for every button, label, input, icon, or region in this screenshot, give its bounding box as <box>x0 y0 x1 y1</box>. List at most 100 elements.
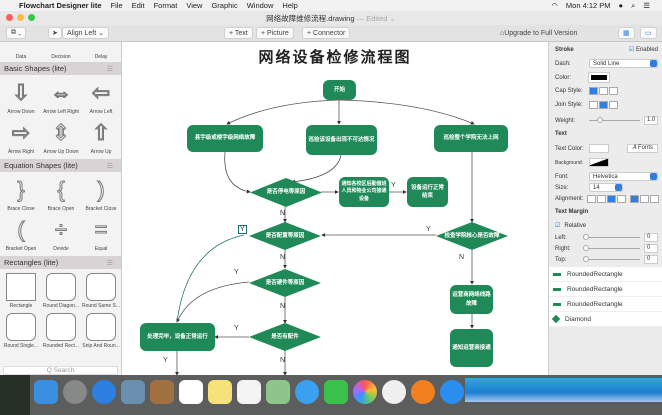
shape-item[interactable]: ⇨Arrow Right <box>1 117 41 157</box>
edited-status[interactable]: — Edited ⌄ <box>356 14 396 23</box>
margin-top-slider[interactable] <box>583 256 640 262</box>
margin-left-field[interactable]: 0 <box>644 233 658 242</box>
zoom-button[interactable] <box>28 14 35 21</box>
node-resolved[interactable]: 处理完毕，设备正常运行 <box>140 323 215 351</box>
reminders-icon[interactable] <box>237 380 261 404</box>
weight-field[interactable]: 1.0 <box>644 116 658 125</box>
ibooks-icon[interactable] <box>411 380 435 404</box>
close-button[interactable] <box>6 14 13 21</box>
add-connector-button[interactable]: + Connector <box>302 27 351 39</box>
node-start[interactable]: 开始 <box>323 80 356 100</box>
shape-item[interactable]: ⇔Arrow Left Right <box>41 77 81 117</box>
shape-item[interactable]: Round Diagon... <box>41 271 81 311</box>
shape-item[interactable]: Snip And Roun... <box>81 311 121 351</box>
shape-item[interactable]: =Equal <box>81 214 121 254</box>
panel-view-button[interactable]: ▭ <box>640 27 657 39</box>
shape-item[interactable]: Round Single... <box>1 311 41 351</box>
finder-icon[interactable] <box>34 380 58 404</box>
node-notify-logistics[interactable]: 通知各校区后勤值班人员和物业公司接通设备 <box>339 177 389 207</box>
mail-icon[interactable] <box>121 380 145 404</box>
relative-checkbox[interactable]: ☑Relative <box>555 222 587 230</box>
app-store-icon[interactable] <box>440 380 464 404</box>
node-college-offline[interactable]: 巡检整个学院无法上网 <box>434 125 508 152</box>
align-left-dropdown[interactable]: Align Left ⌄ <box>62 27 109 39</box>
menu-window[interactable]: Window <box>246 1 274 10</box>
menu-icon[interactable]: ☰ <box>106 259 113 267</box>
shape-item[interactable]: ⇩Arrow Down <box>1 77 41 117</box>
stroke-enabled-checkbox[interactable]: ☑ Enabled <box>628 47 658 53</box>
layer-item[interactable]: RoundedRectangle <box>549 297 662 312</box>
list-icon[interactable]: ☰ <box>643 1 650 10</box>
photos-icon[interactable] <box>353 380 377 404</box>
dash-select[interactable]: Solid Line <box>589 59 658 68</box>
menu-file[interactable]: File <box>110 1 123 10</box>
library-section-header[interactable]: Equation Shapes (lite)☰ <box>0 159 121 172</box>
upgrade-button[interactable]: ⌂Upgrade to Full Version <box>500 29 578 37</box>
stroke-color-well[interactable] <box>588 72 610 83</box>
menu-format[interactable]: Format <box>153 1 178 10</box>
shape-item[interactable]: }Brace Close <box>1 174 41 214</box>
library-search-input[interactable]: Q Search <box>3 366 118 375</box>
shape-item[interactable]: ⇧Arrow Up <box>81 117 121 157</box>
add-text-button[interactable]: + Text <box>224 27 253 39</box>
cap-style-buttons[interactable] <box>589 87 618 95</box>
app-menu[interactable]: Flowchart Designer lite <box>19 1 102 10</box>
background-color-well[interactable] <box>589 158 609 167</box>
shape-item[interactable]: ÷Devide <box>41 214 81 254</box>
launchpad-icon[interactable] <box>63 380 87 404</box>
canvas[interactable]: 网络设备检修流程图 开始 县宇级或楼宇级网络故障 巡检该设备出现不可达情况 巡检… <box>122 42 548 375</box>
shape-item[interactable]: {Brace Open <box>41 174 81 214</box>
weight-slider[interactable] <box>589 117 640 123</box>
margin-top-field[interactable]: 0 <box>644 255 658 264</box>
label-yes[interactable]: Y <box>238 225 247 234</box>
shape-item[interactable]: )Bracket Close <box>81 174 121 214</box>
text-color-well[interactable] <box>589 144 609 153</box>
menu-view[interactable]: View <box>186 1 203 10</box>
menu-help[interactable]: Help <box>282 1 298 10</box>
clock[interactable]: Mon 4:12 PM <box>565 1 611 10</box>
shape-item[interactable]: Rounded Rect... <box>41 311 81 351</box>
notes-icon[interactable] <box>208 380 232 404</box>
library-section-header[interactable]: Rectangles (lite)☰ <box>0 256 121 269</box>
margin-right-field[interactable]: 0 <box>644 244 658 253</box>
layer-item[interactable]: Diamond <box>549 312 662 327</box>
fonts-button[interactable]: 𝐴 Fonts <box>627 144 658 153</box>
search-icon[interactable]: ⌕ <box>631 0 636 10</box>
shape-item[interactable]: Rectangle <box>1 271 41 311</box>
pointer-tool[interactable]: ➤ <box>48 27 62 39</box>
shape-item[interactable]: (Bracket Open <box>1 214 41 254</box>
shape-decision[interactable]: Decision <box>51 54 71 60</box>
font-select[interactable]: Helvetica <box>589 172 658 181</box>
facetime-icon[interactable] <box>324 380 348 404</box>
shape-delay[interactable]: Delay <box>94 54 108 60</box>
safari-icon[interactable] <box>92 380 116 404</box>
layer-item[interactable]: RoundedRectangle <box>549 267 662 282</box>
menu-graphic[interactable]: Graphic <box>211 1 238 10</box>
maps-icon[interactable] <box>266 380 290 404</box>
menu-icon[interactable]: ☰ <box>106 65 113 73</box>
node-building-fault[interactable]: 县宇级或楼宇级网络故障 <box>187 125 263 152</box>
text-alignment-buttons[interactable] <box>587 195 627 203</box>
wifi-icon[interactable]: ◠ <box>551 1 558 10</box>
margin-right-slider[interactable] <box>583 245 640 251</box>
user-icon[interactable]: ● <box>618 1 624 10</box>
join-style-buttons[interactable] <box>589 101 618 109</box>
add-picture-button[interactable]: + Picture <box>256 27 294 39</box>
margin-left-slider[interactable] <box>583 234 640 240</box>
menu-edit[interactable]: Edit <box>131 1 145 10</box>
size-combobox[interactable]: 14 <box>589 183 623 192</box>
vertical-alignment-buttons[interactable] <box>630 195 660 203</box>
layers-button[interactable]: ⧉ ⌄ <box>6 27 27 39</box>
shape-data[interactable]: Data <box>15 54 27 60</box>
shape-item[interactable]: ⇦Arrow Left <box>81 77 121 117</box>
calendar-icon[interactable] <box>179 380 203 404</box>
shape-item[interactable]: Round Same S... <box>81 271 121 311</box>
node-isp-fault[interactable]: 运营商网络线路故障 <box>450 285 493 314</box>
grid-view-button[interactable]: ▦ <box>618 27 635 39</box>
node-notify-isp[interactable]: 通知运营商接通 <box>450 329 493 367</box>
shape-item[interactable]: ⇕Arrow Up Down <box>41 117 81 157</box>
layer-item[interactable]: RoundedRectangle <box>549 282 662 297</box>
menu-icon[interactable]: ☰ <box>106 162 113 170</box>
itunes-icon[interactable] <box>382 380 406 404</box>
library-section-header[interactable]: Basic Shapes (lite)☰ <box>0 62 121 75</box>
